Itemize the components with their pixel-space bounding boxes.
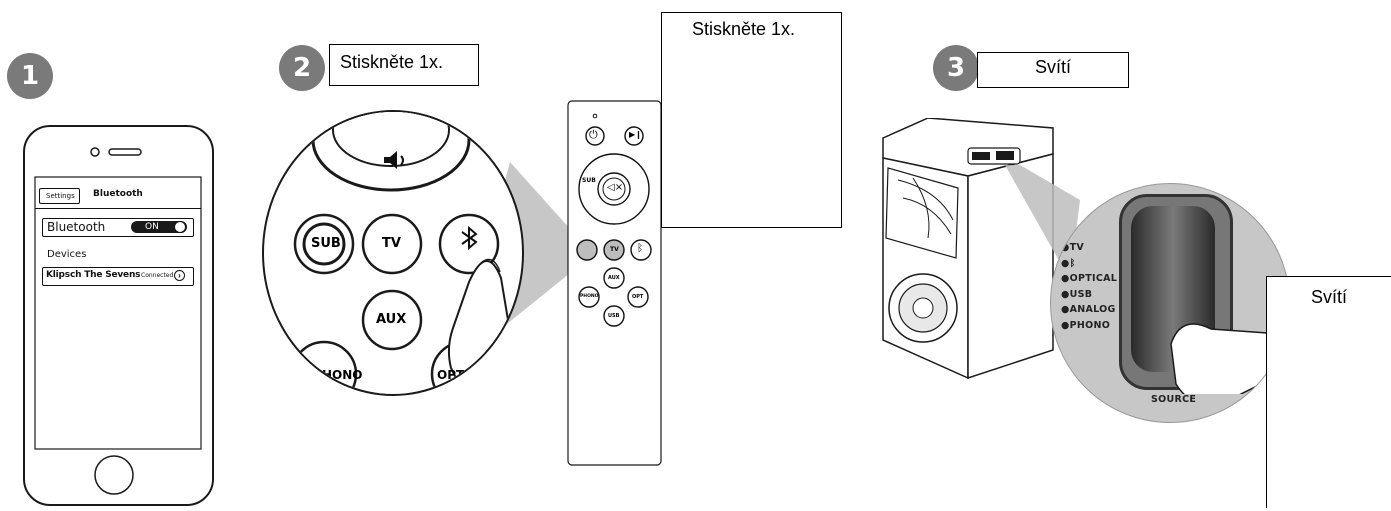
phone-device-row[interactable]: Klipsch The Sevens Connected › [42,267,194,286]
remote-opt-label: OPT [632,294,644,300]
zoom-aux-label: AUX [376,312,407,327]
remote-control: ⏻ ▶❙ ◁× SUB TV ᛒ AUX PHONO OPT USB [567,100,662,466]
phone-bluetooth-row: Bluetooth ON [42,218,194,237]
step-3-badge: 3 [933,45,979,91]
phone-nav-title: Bluetooth [93,189,143,199]
finger-pressing [1170,323,1281,394]
step-2-number: 2 [292,53,312,83]
step-3-callout: Svítí [977,52,1129,88]
source-button-label: SOURCE [1151,394,1197,405]
speaker-callout-box: Svítí [1266,276,1391,508]
step-1-number: 1 [20,61,40,91]
step-2-badge: 2 [279,45,325,91]
step-1-badge: 1 [7,53,53,99]
remote-zoom-art [290,112,514,394]
remote-phono-label: PHONO [580,294,599,299]
remote-sub-label: SUB [582,177,596,184]
chevron-right-icon: › [174,270,185,281]
remote-callout-box: Stiskněte 1x. [661,12,842,228]
phone-back-button[interactable]: Settings [39,188,80,204]
step-3-number: 3 [946,53,966,83]
source-tv: ●TV [1061,242,1085,253]
phone-devices-header: Devices [47,249,87,260]
step-2-callout: Stiskněte 1x. [329,44,479,86]
remote-bluetooth-icon[interactable]: ᛒ [637,243,643,254]
source-analog: ●ANALOG [1061,304,1116,315]
remote-power-icon[interactable]: ⏻ [589,128,598,141]
phone-outline [23,125,214,506]
remote-usb-label: USB [608,313,620,319]
toggle-knob [174,221,186,233]
bluetooth-toggle[interactable]: ON [131,221,187,233]
source-phono: ●PHONO [1061,319,1111,331]
remote-tv-label: TV [610,246,619,253]
remote-play-pause-icon[interactable]: ▶❙ [629,130,642,139]
bluetooth-icon: ᛒ [1069,257,1076,269]
phone-illustration: Settings Bluetooth Bluetooth ON Devices … [23,125,214,506]
speaker-zoom-circle: ●TV ●ᛒ ●OPTICAL ●USB ●ANALOG ●PHONO SOUR… [1050,183,1290,423]
device-name: Klipsch The Sevens [46,270,141,280]
source-indicators: ●TV ●ᛒ ●OPTICAL ●USB ●ANALOG ●PHONO [1061,240,1117,333]
source-bluetooth: ●ᛒ [1061,257,1076,269]
zoom-sub-label: SUB [311,236,341,251]
remote-body [567,100,662,466]
zoom-opt-label: OPT [437,368,465,382]
device-status: Connected [141,272,174,279]
remote-mute-icon[interactable]: ◁× [607,182,624,193]
zoom-tv-label: TV [382,236,401,251]
source-usb: ●USB [1061,288,1093,300]
phone-bluetooth-label: Bluetooth [47,220,106,234]
phone-nav-divider [35,208,201,209]
source-optical: ●OPTICAL [1061,273,1118,284]
zoom-phono-label: HONO [322,368,363,382]
toggle-label: ON [145,222,159,232]
remote-zoom-circle: SUB TV AUX HONO OPT [262,110,524,396]
remote-aux-label: AUX [608,275,620,281]
speaker-illustration [882,118,1054,380]
